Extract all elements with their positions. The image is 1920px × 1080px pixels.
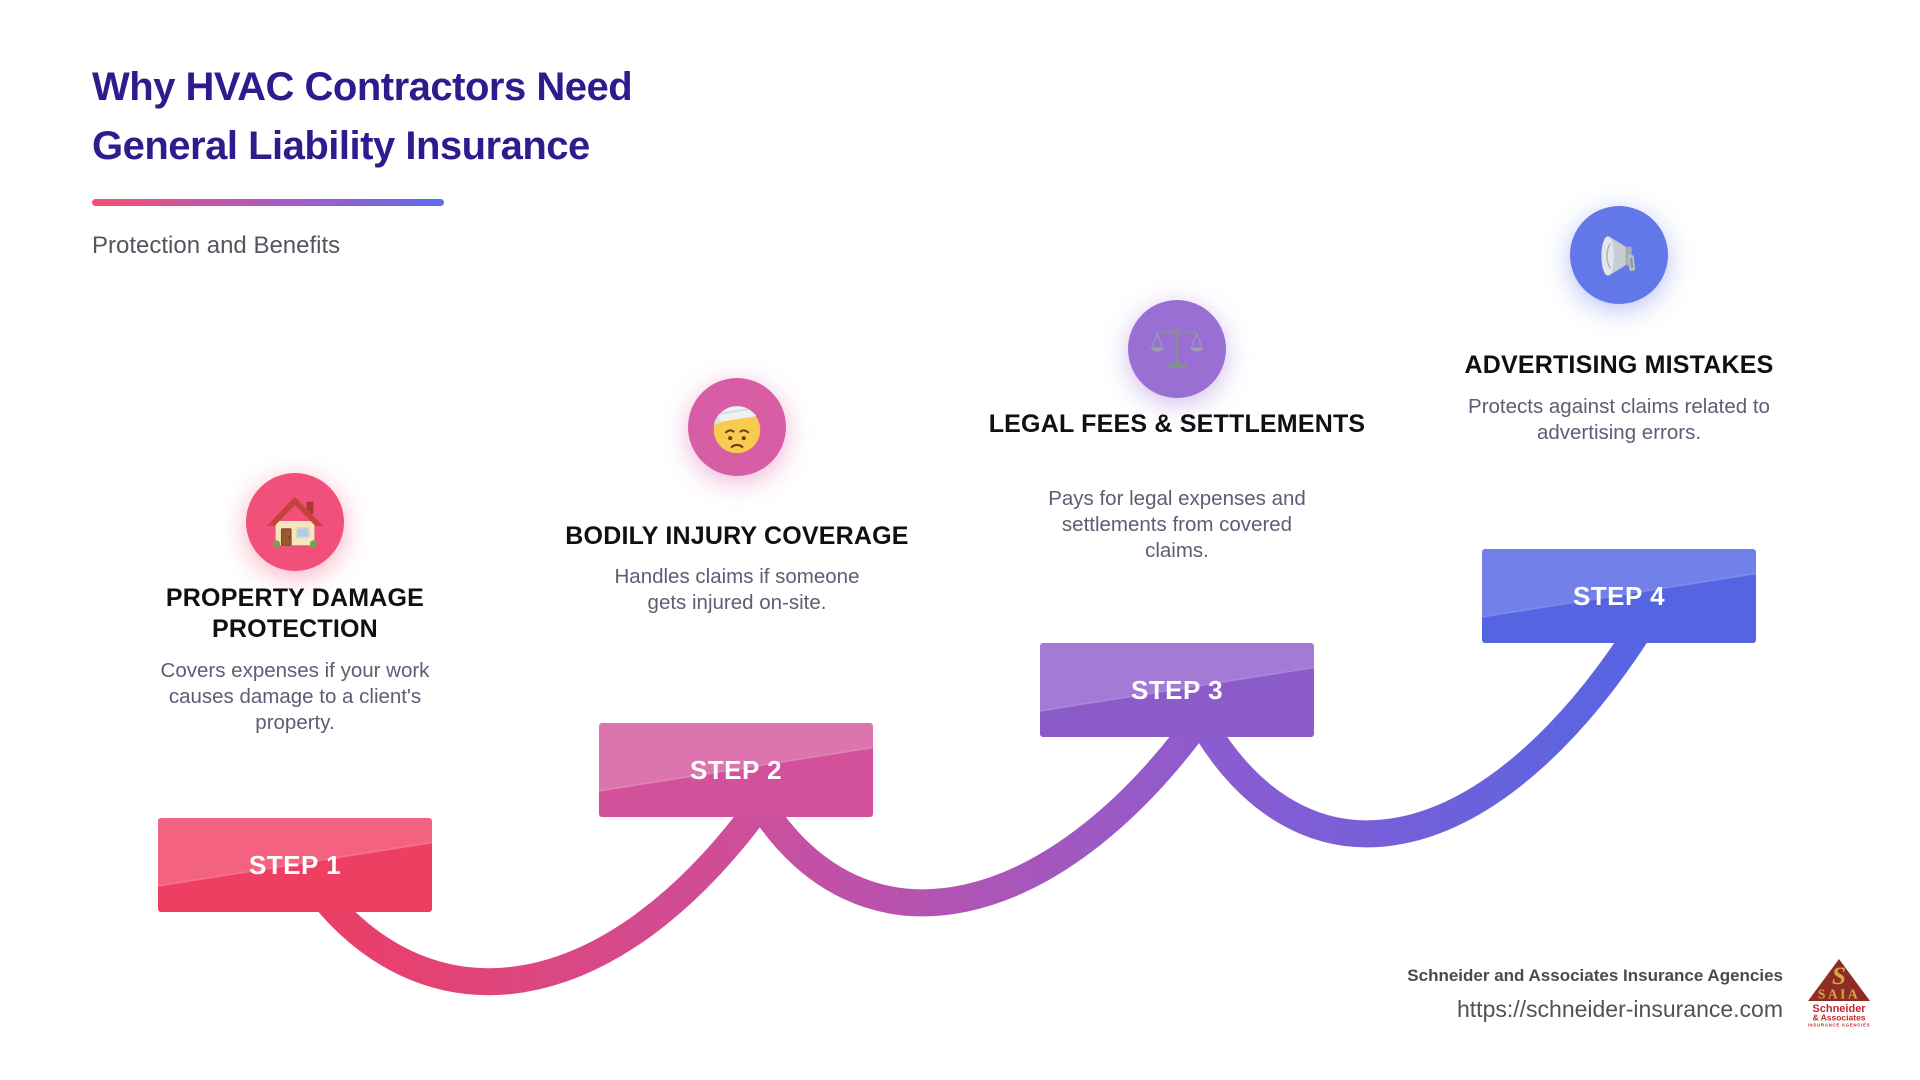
step2-icon-circle: [688, 378, 786, 476]
step1-icon-circle: [246, 473, 344, 571]
saia-logo-icon: S SAIA Schneider & Associates INSURANCE …: [1808, 959, 1871, 1028]
step4-icon-circle: [1570, 206, 1668, 304]
step1-banner: STEP 1: [158, 818, 432, 912]
page-title: Why HVAC Contractors Need General Liabil…: [92, 58, 633, 176]
step3-title: LEGAL FEES & SETTLEMENTS: [988, 410, 1366, 438]
footer-url: https://schneider-insurance.com: [1457, 996, 1783, 1022]
footer-company: Schneider and Associates Insurance Agenc…: [1407, 966, 1783, 985]
step3-description: Pays for legal expenses and settlements …: [1048, 487, 1306, 562]
step1-description: Covers expenses if your work causes dama…: [160, 659, 430, 734]
step4-description: Protects against claims related to adver…: [1468, 395, 1770, 444]
title-underline: [92, 199, 444, 206]
page-title-line2: General Liability Insurance: [92, 124, 590, 168]
step2-description: Handles claims if someone gets injured o…: [614, 565, 860, 614]
logo-acronym: SAIA: [1818, 987, 1860, 1002]
step2-banner-label: STEP 2: [689, 754, 783, 785]
page-subtitle: Protection and Benefits: [92, 232, 341, 259]
step4-banner-label: STEP 4: [1572, 580, 1666, 611]
logo-monogram: S: [1832, 963, 1846, 990]
megaphone-icon: [1601, 236, 1636, 276]
step1-title: PROPERTY DAMAGE PROTECTION: [165, 584, 425, 643]
step3-icon-circle: [1128, 300, 1226, 398]
step2-banner: STEP 2: [599, 723, 873, 817]
company-logo: S SAIA Schneider & Associates INSURANCE …: [1806, 958, 1872, 1033]
step3-banner-label: STEP 3: [1130, 674, 1224, 705]
scales-icon: [1150, 326, 1204, 368]
house-icon: [266, 496, 324, 548]
page-title-line1: Why HVAC Contractors Need: [92, 65, 633, 109]
step4-title: ADVERTISING MISTAKES: [1464, 351, 1774, 379]
step3-banner: STEP 3: [1040, 643, 1314, 737]
step2-title: BODILY INJURY COVERAGE: [565, 522, 909, 550]
step4-banner: STEP 4: [1482, 549, 1756, 643]
logo-line3: INSURANCE AGENCIES: [1808, 1023, 1871, 1028]
logo-line2: & Associates: [1812, 1013, 1865, 1023]
step1-banner-label: STEP 1: [248, 849, 342, 880]
bandaged-face-icon: [713, 406, 761, 454]
logo-line1: Schneider: [1812, 1003, 1866, 1015]
